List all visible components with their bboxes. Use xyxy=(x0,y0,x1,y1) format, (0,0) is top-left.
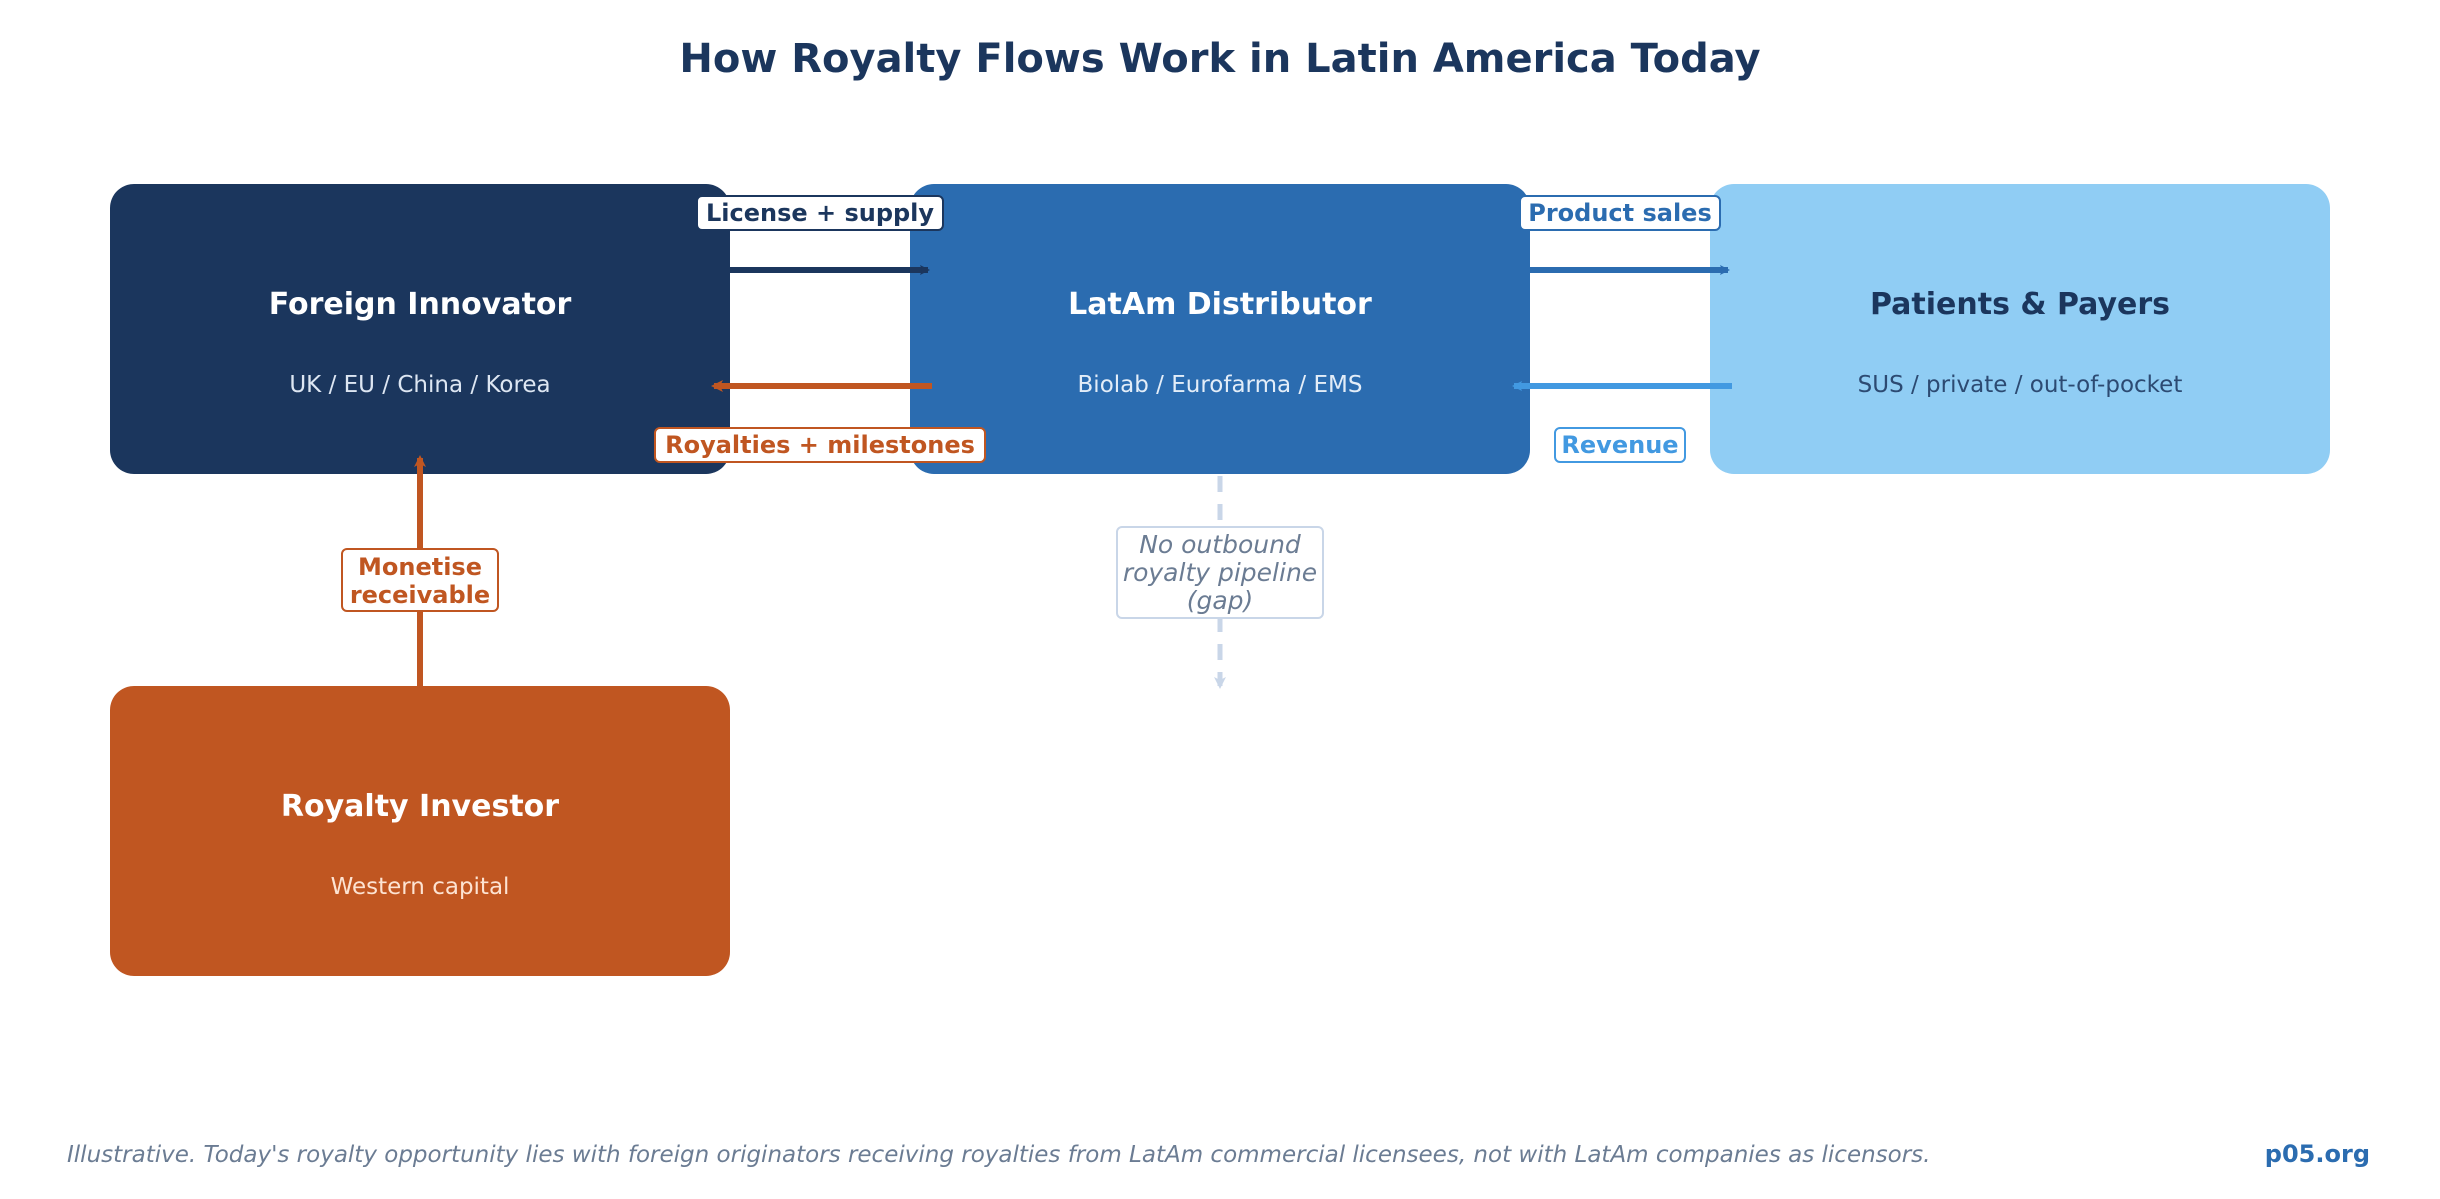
label-product-sales-text: Product sales xyxy=(1528,199,1712,227)
label-product-sales-box xyxy=(1519,195,1721,231)
label-revenue: Revenue xyxy=(1554,427,1686,463)
footnote: Illustrative. Today's royalty opportunit… xyxy=(67,1142,1930,1168)
node-foreign-innovator-title: Foreign Innovator xyxy=(269,287,572,322)
label-revenue-box xyxy=(1554,427,1686,463)
label-gap-line3: (gap) xyxy=(1187,586,1254,615)
node-royalty-investor-title: Royalty Investor xyxy=(281,789,559,824)
node-latam-distributor: LatAm Distributor Biolab / Eurofarma / E… xyxy=(910,184,1530,474)
brand-link[interactable]: p05.org xyxy=(2265,1140,2370,1168)
node-patients-payers-box xyxy=(1710,184,2330,474)
label-product-sales: Product sales xyxy=(1519,195,1721,231)
label-royalties-milestones-box xyxy=(654,427,986,463)
node-foreign-innovator-subtitle: UK / EU / China / Korea xyxy=(289,372,550,398)
label-license-supply: License + supply xyxy=(696,195,944,231)
label-monetise-line1: Monetise xyxy=(358,553,482,581)
label-monetise-receivable: Monetise receivable xyxy=(341,548,499,612)
label-gap-box xyxy=(1116,526,1324,619)
label-gap-line1: No outbound xyxy=(1139,530,1301,559)
node-patients-payers-title: Patients & Payers xyxy=(1870,287,2170,322)
node-foreign-innovator-box xyxy=(110,184,730,474)
label-royalties-milestones-text: Royalties + milestones xyxy=(665,431,975,459)
node-royalty-investor: Royalty Investor Western capital xyxy=(110,686,730,976)
node-patients-payers-subtitle: SUS / private / out-of-pocket xyxy=(1858,372,2183,398)
label-monetise-receivable-box xyxy=(341,548,499,612)
diagram-title: How Royalty Flows Work in Latin America … xyxy=(679,36,1760,82)
node-foreign-innovator: Foreign Innovator UK / EU / China / Kore… xyxy=(110,184,730,474)
label-royalties-milestones: Royalties + milestones xyxy=(654,427,986,463)
label-revenue-text: Revenue xyxy=(1561,431,1678,459)
node-patients-payers: Patients & Payers SUS / private / out-of… xyxy=(1710,184,2330,474)
node-latam-distributor-box xyxy=(910,184,1530,474)
node-royalty-investor-subtitle: Western capital xyxy=(331,874,510,900)
label-license-supply-text: License + supply xyxy=(706,199,934,227)
node-royalty-investor-box xyxy=(110,686,730,976)
label-monetise-line2: receivable xyxy=(350,581,490,609)
node-latam-distributor-subtitle: Biolab / Eurofarma / EMS xyxy=(1078,372,1363,398)
label-gap: No outbound royalty pipeline (gap) xyxy=(1116,526,1324,619)
label-gap-line2: royalty pipeline xyxy=(1123,558,1317,587)
label-license-supply-box xyxy=(696,195,944,231)
node-latam-distributor-title: LatAm Distributor xyxy=(1068,287,1372,322)
